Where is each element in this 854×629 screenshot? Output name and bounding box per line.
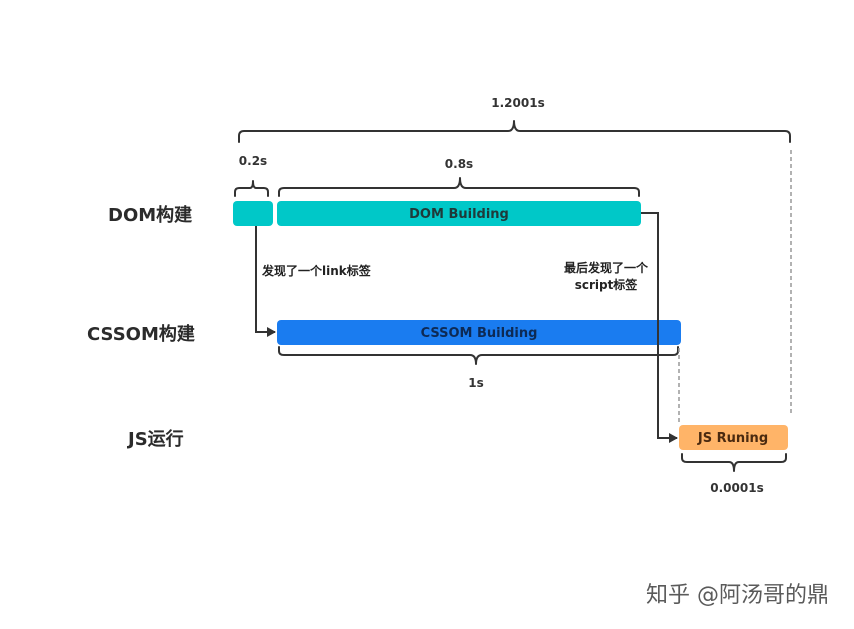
link-arrow (255, 226, 276, 337)
cssom-brace (278, 346, 679, 365)
dom-building-label: DOM Building (409, 207, 509, 222)
dom-pre-bar (233, 201, 273, 226)
row-label-js: JS运行 (126, 428, 184, 450)
script-found-note-line1: 最后发现了一个 (564, 260, 649, 275)
row-label-dom: DOM构建 (108, 204, 192, 226)
cssom-duration-label: 1s (468, 376, 484, 390)
js-duration-label: 0.0001s (710, 481, 763, 495)
js-brace (681, 453, 787, 472)
pre-duration-label: 0.2s (239, 154, 267, 168)
link-found-note: 发现了一个link标签 (261, 263, 372, 278)
dom-building-bar (277, 201, 641, 226)
watermark: 知乎 @阿汤哥的鼎 (646, 583, 829, 608)
row-label-cssom: CSSOM构建 (87, 323, 195, 345)
cssom-building-label: CSSOM Building (421, 326, 538, 341)
total-duration-label: 1.2001s (491, 96, 544, 110)
script-found-note-line2: script标签 (575, 277, 639, 292)
total-brace (238, 120, 791, 143)
js-running-label: JS Runing (697, 431, 768, 446)
pre-brace (234, 180, 269, 197)
script-arrow (641, 212, 678, 443)
dom-brace (278, 177, 640, 197)
dom-duration-label: 0.8s (445, 157, 473, 171)
cssom-building-bar (277, 320, 681, 345)
js-running-bar (679, 425, 788, 450)
